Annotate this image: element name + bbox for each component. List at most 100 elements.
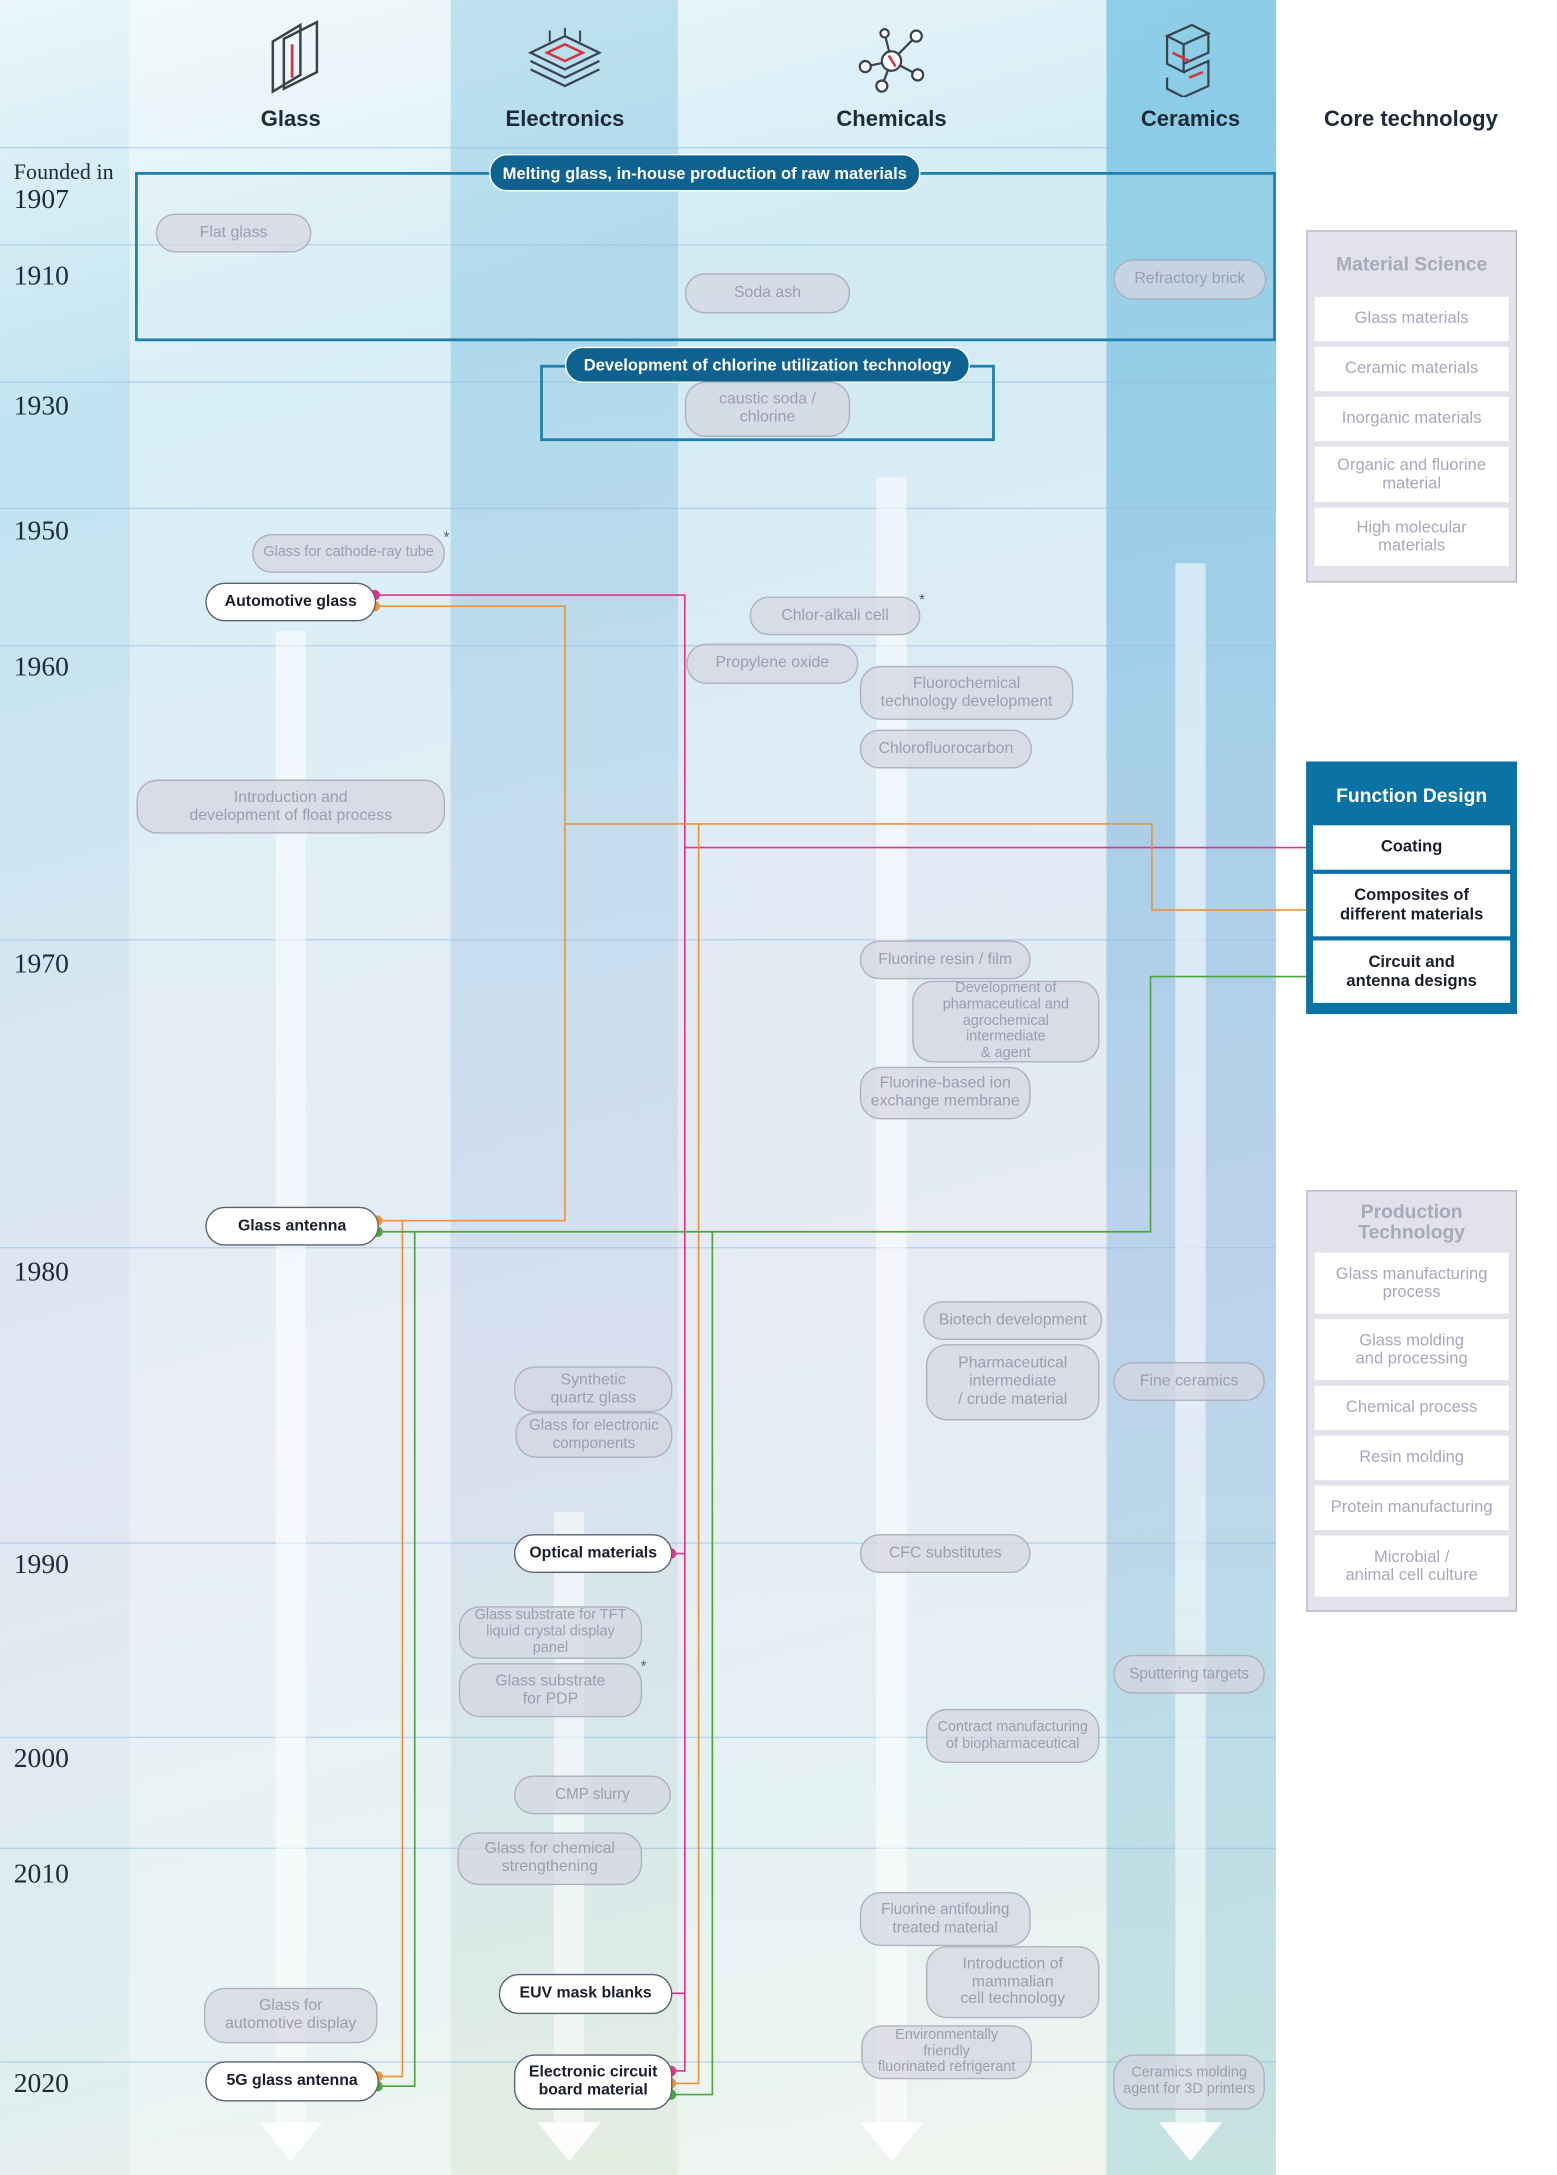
milestone-glass-for-chemical-strengthening: Glass for chemical strengthening [457,1832,643,1886]
milestone-propylene-oxide: Propylene oxide [686,643,859,684]
milestone-euv-mask-blanks: EUV mask blanks [498,1973,673,2015]
year-label: 2020 [13,2068,69,2099]
year-gridline [0,939,1276,941]
milestone-fluorochemical-technology-development: Fluorochemical technology development [859,665,1074,720]
core-technology-header: Core technology [1323,108,1498,132]
ceramics-timeline-arrow-icon [1158,563,1223,2162]
ceramic-block-icon [1164,23,1211,98]
year-gridline [0,244,1276,246]
glass-timeline-arrow-icon [259,631,323,2162]
milestone-5g-glass-antenna: 5G glass antenna [205,2061,379,2102]
function-design-title: Function Design [1336,783,1488,806]
footnote-asterisk: * [640,1658,647,1676]
milestone-synthetic-quartz-glass: Synthetic quartz glass [513,1366,673,1413]
milestone-glass-for-automotive-display: Glass for automotive display [203,1987,378,2044]
year-gridline [0,1736,1276,1739]
production-technology-item: Chemical process [1314,1385,1509,1431]
year-gridline [0,645,1276,647]
material-science-item: Organic and fluorine material [1314,446,1509,503]
column-header-ceramics: Ceramics [1140,108,1241,132]
circuit-connector-line [377,975,1316,1233]
composites-connector-line [377,1219,404,2078]
year-label: 1907 [13,184,69,216]
milestone-electronic-circuit-board-material: Electronic circuit board material [513,2054,673,2110]
year-label: 1910 [13,260,69,292]
milestone-automotive-glass: Automotive glass [205,582,377,622]
milestone-cmp-slurry: CMP slurry [513,1775,672,1815]
production-technology-item: Microbial / animal cell culture [1314,1535,1509,1597]
milestone-fluorine-ion-exchange-membrane: Fluorine-based ion exchange membrane [859,1066,1031,1120]
year-label: 1930 [13,391,69,422]
year-label: 1970 [13,948,69,980]
milestone-flat-glass: Flat glass [155,213,312,253]
footnote-asterisk: * [919,592,925,609]
column-header-glass: Glass [260,108,321,132]
material-science-item: Ceramic materials [1314,346,1509,392]
year-label: 2010 [13,1858,69,1890]
milestone-soda-ash: Soda ash [684,273,851,314]
composites-connector-line [374,605,566,1222]
footnote-asterisk: * [443,529,450,547]
circuit-connector-line [377,1231,416,2088]
milestone-optical-materials: Optical materials [513,1534,673,1573]
chlorine-utilization-banner: Development of chlorine utilization tech… [564,346,971,383]
year-label: 2000 [13,1743,69,1775]
year-label: 1950 [13,516,69,547]
milestone-glass-substrate-tft-lcd: Glass substrate for TFT liquid crystal d… [458,1606,643,1659]
milestone-glass-substrate-pdp: Glass substrate for PDP [458,1663,643,1718]
production-technology-box: Production Technology Glass manufacturin… [1306,1190,1518,1612]
milestone-chlorofluorocarbon: Chlorofluorocarbon [859,729,1033,769]
milestone-biotech-development: Biotech development [923,1301,1103,1340]
production-technology-item: Glass manufacturing process [1314,1252,1509,1314]
year-gridline [0,507,1276,510]
circuit-connector-line [671,1231,714,2096]
milestone-refractory-brick: Refractory brick [1113,259,1267,300]
column-header-electronics: Electronics [505,108,625,132]
milestone-pharmaceutical-agrochemical-intermediate: Development of pharmaceutical and agroch… [912,980,1100,1063]
milestone-fluorinated-refrigerant: Environmentally friendly fluorinated ref… [861,2025,1033,2080]
milestone-float-process: Introduction and development of float pr… [136,779,446,834]
milestone-fluorine-antifouling-material: Fluorine antifouling treated material [859,1892,1031,1947]
year-label: 1980 [13,1256,69,1288]
production-technology-item: Glass molding and processing [1314,1319,1509,1381]
milestone-mammalian-cell-technology: Introduction of mammalian cell technolog… [925,1946,1100,2019]
milestone-glass-for-cathode-ray-tube: Glass for cathode-ray tube [252,534,446,573]
production-technology-item: Resin molding [1314,1435,1509,1481]
milestone-ceramics-molding-agent-3d: Ceramics molding agent for 3D printers [1113,2054,1265,2110]
material-science-item: High molecular materials [1314,507,1509,566]
glass-pane-icon [271,20,319,94]
milestone-fluorine-resin-film: Fluorine resin / film [859,940,1031,980]
chip-icon [527,27,602,88]
molecule-icon [858,28,925,93]
founded-label: Founded in [13,160,114,185]
composites-connector-line [671,823,700,2085]
material-science-item: Inorganic materials [1314,396,1509,442]
milestone-glass-antenna: Glass antenna [205,1206,379,1246]
column-header-chemicals: Chemicals [836,108,947,132]
melting-glass-banner: Melting glass, in-house production of ra… [489,153,921,192]
material-science-item: Glass materials [1314,296,1509,342]
function-design-item-circuit-antenna: Circuit and antenna designs [1313,940,1511,1003]
year-label: 1990 [13,1549,69,1580]
composites-connector-line [564,823,1316,911]
year-gridline [0,147,1276,149]
milestone-caustic-soda-chlorine: caustic soda / chlorine [684,381,851,437]
production-technology-title: Production Technology [1358,1200,1466,1243]
function-design-item-coating: Coating [1313,825,1511,870]
milestone-pharmaceutical-crude-material: Pharmaceutical intermediate / crude mate… [925,1344,1100,1421]
milestone-contract-manufacturing-biopharmaceutical: Contract manufacturing of biopharmaceuti… [925,1708,1100,1764]
year-gridline [0,1247,1276,1249]
material-science-title: Material Science [1336,252,1488,275]
material-science-box: Material Science Glass materials Ceramic… [1306,230,1518,583]
milestone-cfc-substitutes: CFC substitutes [859,1534,1031,1573]
year-label: 1960 [13,651,69,683]
production-technology-item: Protein manufacturing [1314,1485,1509,1530]
function-design-item-composites: Composites of different materials [1313,873,1511,937]
coating-connector-line [374,594,686,2072]
milestone-sputtering-targets: Sputtering targets [1113,1654,1265,1694]
milestone-fine-ceramics: Fine ceramics [1113,1362,1265,1401]
function-design-box: Function Design Coating Composites of di… [1306,761,1518,1014]
milestone-chlor-alkali-cell: Chlor-alkali cell [749,596,921,636]
milestone-glass-for-electronic-components: Glass for electronic components [515,1412,673,1458]
